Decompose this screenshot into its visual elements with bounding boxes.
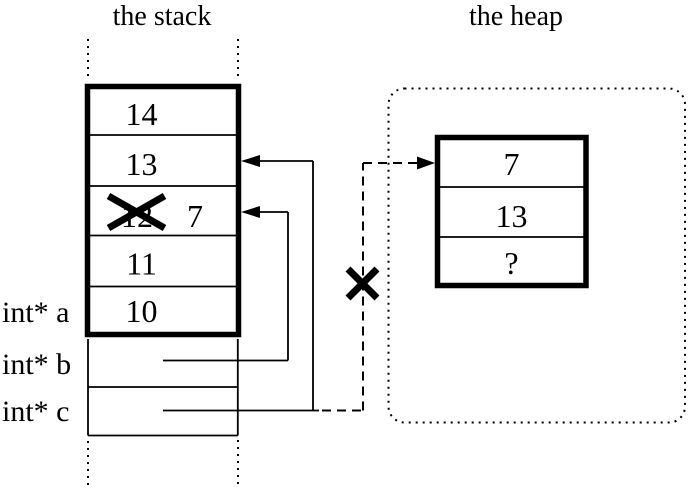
pointer-b-arrow <box>163 206 289 362</box>
pointer-c-arrow <box>163 155 319 412</box>
stack-cell-value: 7 <box>187 198 203 234</box>
stack-cell-value: 10 <box>126 293 158 329</box>
heap-object-box <box>434 134 589 289</box>
stack-cell-value: 11 <box>126 246 157 282</box>
dangling-pointer-arrowhead-icon <box>417 156 435 170</box>
cross-out-old-value-icon <box>106 192 167 232</box>
stack-cell-value: 13 <box>126 146 158 182</box>
stack-frame <box>84 83 242 338</box>
cross-out-dangling-pointer-icon <box>345 266 380 301</box>
dangling-pointer-line <box>322 162 420 412</box>
pointer-b-line <box>163 211 289 362</box>
stack-frame-box <box>84 83 242 338</box>
stack-cell-value: 14 <box>126 96 158 132</box>
pointer-b-arrowhead-icon <box>241 206 260 218</box>
pointer-c-line <box>163 160 319 412</box>
heap-cell-value: ? <box>504 245 518 281</box>
pointer-label-a: int* a <box>2 296 70 329</box>
heap-cell-value: 13 <box>496 198 528 234</box>
stack-dotted-guides <box>87 39 239 487</box>
x-stroke <box>345 266 380 301</box>
heap-title: the heap <box>469 1 563 32</box>
stack-title: the stack <box>113 1 212 32</box>
pointer-label-c: int* c <box>2 395 70 428</box>
pointer-c-arrowhead-icon <box>241 155 260 167</box>
heap-cell-value: 7 <box>504 146 520 182</box>
heap-object <box>434 134 589 289</box>
stack-pointer-rows <box>87 339 239 437</box>
pointer-label-b: int* b <box>2 348 71 381</box>
dangling-pointer-dashed-arrow <box>322 156 435 412</box>
x-stroke <box>106 192 167 232</box>
